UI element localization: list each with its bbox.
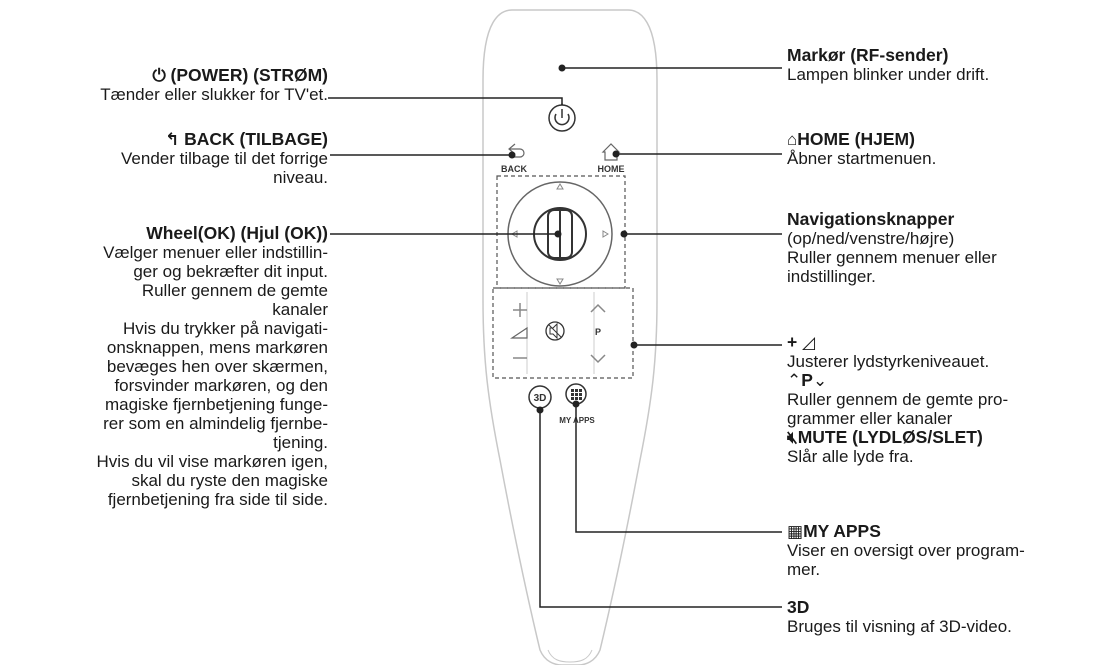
volume-icon-label: ◿ <box>801 333 816 352</box>
svg-text:HOME: HOME <box>598 164 625 174</box>
power-label: ⏻ (POWER) (STRØM) Tænder eller slukker f… <box>100 65 328 105</box>
wheel-desc-line-5: onsknappen, mens markøren <box>106 338 328 357</box>
p-desc-line-1: grammer eller kanaler <box>787 409 953 428</box>
mute-title: MUTE (LYDLØS/SLET) <box>797 427 983 447</box>
3d-label: 3D Bruges til visning af 3D-video. <box>787 597 1012 637</box>
svg-text:3D: 3D <box>534 393 547 404</box>
power-button <box>548 104 576 132</box>
program-buttons: P <box>590 303 606 364</box>
wheel-label: Wheel(OK) (Hjul (OK)) Vælger menuer elle… <box>96 223 328 510</box>
wheel-desc-line-9: rer som en almindelig fjernbe- <box>103 414 328 433</box>
power-desc: Tænder eller slukker for TV'et. <box>100 85 328 104</box>
wheel-title: Wheel(OK) (Hjul (OK)) <box>146 223 328 243</box>
leader-lines-right <box>539 67 782 608</box>
remote-body <box>482 9 658 665</box>
leader-lines-left <box>328 97 563 235</box>
wheel-desc-line-12: skal du ryste den magiske <box>131 471 328 490</box>
back-title: BACK (TILBAGE) <box>184 129 328 149</box>
mute-desc: Slår alle lyde fra. <box>787 447 914 466</box>
leader-dots-right <box>536 64 638 414</box>
wheel-desc-line-4: Hvis du trykker på navigati- <box>122 319 328 338</box>
marker-label: Markør (RF-sender) Lampen blinker under … <box>787 45 990 85</box>
wheel-desc-line-7: forsvinder markøren, og den <box>114 376 328 395</box>
home-desc: Åbner startmenuen. <box>787 149 937 168</box>
volume-icon <box>510 326 528 339</box>
leader-dots-left <box>508 151 562 238</box>
home-title: HOME (HJEM) <box>797 129 915 149</box>
back-desc-2: niveau. <box>273 168 328 187</box>
p-desc-line-0: Ruller gennem de gemte pro- <box>787 390 1009 409</box>
3d-desc: Bruges til visning af 3D-video. <box>787 617 1012 636</box>
mute-icon: 🔇︎ <box>787 428 798 447</box>
svg-text:BACK: BACK <box>501 164 527 174</box>
home-icon: ⌂ <box>787 130 798 149</box>
wheel-desc-line-2: Ruller gennem de gemte <box>141 281 328 300</box>
myapps-desc-line-1: mer. <box>787 560 821 579</box>
wheel-desc-line-13: fjernbetjening fra side til side. <box>107 490 328 509</box>
nav-desc-line-0: (op/ned/venstre/højre) <box>787 229 955 248</box>
power-icon: ⏻ <box>152 66 171 85</box>
nav-desc-line-1: Ruller gennem menuer eller <box>787 248 997 267</box>
back-icon: ↰ <box>165 130 185 149</box>
grid-icon: ▦ <box>787 522 804 541</box>
wheel-desc-line-11: Hvis du vil vise markøren igen, <box>96 452 328 471</box>
home-label: ⌂HOME (HJEM) Åbner startmenuen. <box>787 129 937 169</box>
3d-button: 3D <box>528 385 552 409</box>
volume-desc: Justerer lydstyrkeniveauet. <box>787 352 990 371</box>
p-title: P <box>801 370 813 390</box>
nav-title: Navigationsknapper <box>787 209 955 229</box>
wheel-desc-line-0: Vælger menuer eller indstillin- <box>103 243 328 262</box>
nav-label: Navigationsknapper (op/ned/venstre/højre… <box>787 209 997 287</box>
back-button: BACK <box>501 143 527 174</box>
svg-text:MY APPS: MY APPS <box>559 416 595 425</box>
home-button: HOME <box>598 143 625 174</box>
back-desc-1: Vender tilbage til det forrige <box>121 149 328 168</box>
marker-title: Markør (RF-sender) <box>787 45 949 65</box>
power-title: (POWER) (STRØM) <box>170 65 328 85</box>
volume-label: + ◿ Justerer lydstyrkeniveauet. ⌃P⌄ Rull… <box>787 332 1009 467</box>
chevron-up-icon: ⌃ <box>787 371 802 390</box>
wheel-desc-line-8: magiske fjernbetjening funge- <box>104 395 328 414</box>
back-label: ↰ BACK (TILBAGE) Vender tilbage til det … <box>121 129 328 188</box>
marker-desc: Lampen blinker under drift. <box>787 65 990 84</box>
wheel-desc-line-3: kanaler <box>272 300 328 319</box>
wheel-desc-line-6: bevæges hen over skærmen, <box>106 357 328 376</box>
3d-title: 3D <box>787 597 810 617</box>
myapps-title: MY APPS <box>803 521 881 541</box>
volume-title: + <box>787 332 798 352</box>
chevron-down-icon: ⌄ <box>812 371 828 390</box>
nav-desc-line-2: indstillinger. <box>787 267 876 286</box>
myapps-label: ▦MY APPS Viser en oversigt over program-… <box>787 521 1025 580</box>
svg-text:P: P <box>595 327 601 337</box>
myapps-desc-line-0: Viser en oversigt over program- <box>787 541 1025 560</box>
mute-button <box>545 321 565 341</box>
wheel-desc-line-1: ger og bekræfter dit input. <box>133 262 328 281</box>
wheel-desc-line-10: tjening. <box>273 433 328 452</box>
volume-up-button <box>513 303 527 317</box>
